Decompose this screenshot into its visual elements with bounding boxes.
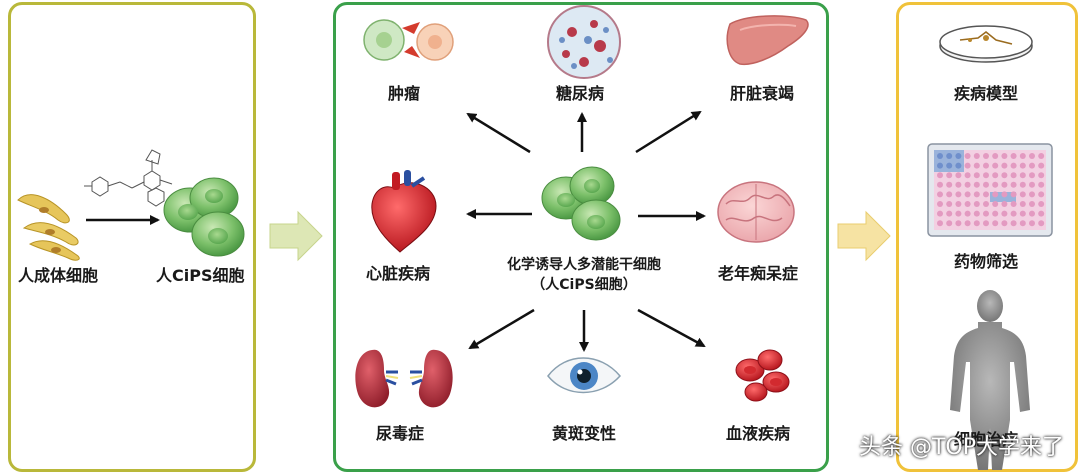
radial-arrows [466, 110, 706, 352]
right-panel [896, 2, 1078, 472]
disease-model-label: 疾病模型 [954, 84, 1019, 103]
diabetes-icon [547, 5, 621, 79]
tumor-label: 肿瘤 [388, 84, 421, 103]
liver-icon [726, 15, 809, 66]
big-arrow-right [837, 210, 891, 262]
watermark: 头条 @TOP大学来了 [858, 435, 1064, 460]
kidney-icon [355, 349, 453, 408]
center-label-line1: 化学诱导人多潜能干细胞 [507, 257, 661, 273]
center-cips-cells-icon [541, 166, 621, 241]
big-arrow-left [269, 210, 323, 262]
heart-disease-label: 心脏疾病 [366, 264, 431, 283]
diabetes-label: 糖尿病 [556, 84, 605, 103]
uremia-label: 尿毒症 [376, 424, 425, 443]
petri-dish-icon [939, 25, 1033, 63]
adult-cell-label: 人成体细胞 [18, 266, 99, 285]
blood-cells-icon [735, 349, 790, 402]
well-grid [937, 153, 1045, 227]
tumor-icon [363, 19, 454, 61]
dementia-label: 老年痴呆症 [718, 264, 799, 283]
cips-cells-icon [163, 177, 245, 257]
cips-cell-label: 人CiPS细胞 [156, 266, 245, 285]
macular-degeneration-label: 黄斑变性 [552, 424, 617, 443]
liver-failure-label: 肝脏衰竭 [730, 84, 795, 103]
adult-cells-icon [17, 194, 80, 261]
drug-screening-label: 药物筛选 [954, 252, 1019, 271]
cell-therapy-label: 细胞治疗 [954, 430, 1019, 449]
well-plate-icon [927, 143, 1053, 237]
eye-icon [547, 357, 621, 394]
chemical-structure-icon [84, 149, 173, 207]
brain-icon [717, 181, 795, 243]
blood-disease-label: 血液疾病 [726, 424, 791, 443]
heart-icon [371, 170, 437, 253]
center-label-line2: （人CiPS细胞） [531, 277, 637, 293]
human-body-icon [950, 290, 1030, 470]
